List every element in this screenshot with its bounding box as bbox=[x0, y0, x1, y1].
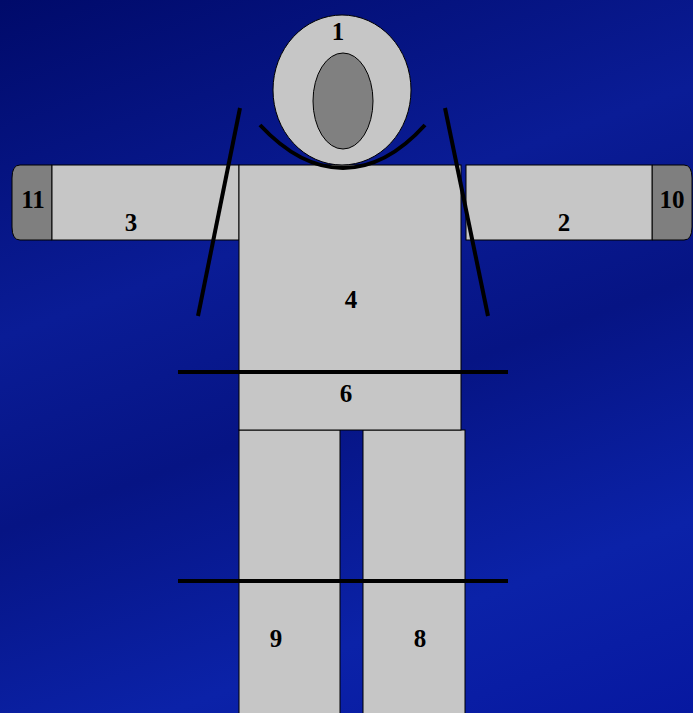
hood bbox=[273, 15, 411, 165]
right-cuff bbox=[652, 165, 692, 240]
left-arm bbox=[52, 165, 239, 240]
callout-number: 1 bbox=[332, 19, 345, 44]
callout-number: 8 bbox=[414, 626, 427, 651]
knee-line bbox=[178, 579, 508, 583]
callout-number: 11 bbox=[21, 187, 45, 212]
callout-number: 3 bbox=[125, 210, 138, 235]
right-arm bbox=[466, 165, 652, 240]
callout-number: 6 bbox=[340, 381, 353, 406]
callout-number: 9 bbox=[270, 626, 283, 651]
shoulder-line bbox=[445, 108, 488, 316]
collar-line bbox=[260, 125, 425, 168]
callout-number: 4 bbox=[345, 287, 358, 312]
right-leg bbox=[363, 430, 465, 713]
face bbox=[313, 53, 373, 149]
torso bbox=[239, 165, 461, 430]
waist-line bbox=[178, 370, 508, 374]
shoulder-line bbox=[198, 108, 240, 316]
callout-number: 10 bbox=[660, 187, 685, 212]
left-leg bbox=[239, 430, 340, 713]
callout-number: 2 bbox=[558, 210, 571, 235]
left-cuff bbox=[12, 165, 52, 240]
